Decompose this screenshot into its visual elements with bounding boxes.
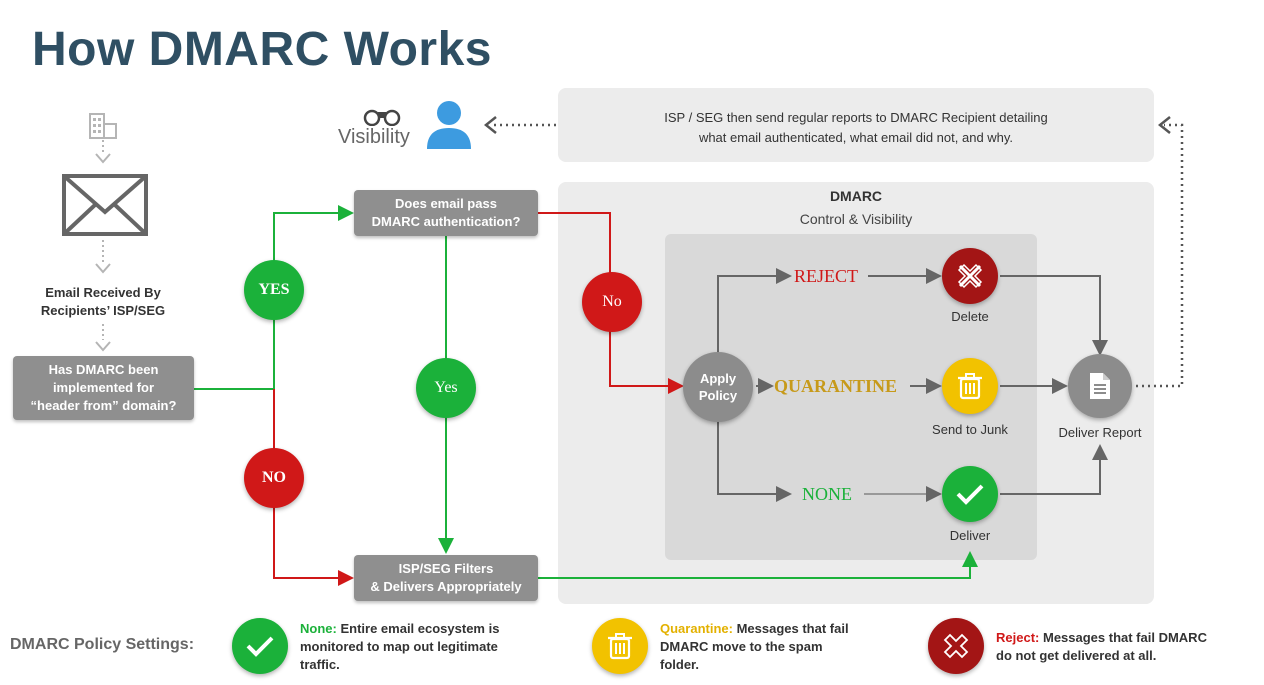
apply-line-1: Apply [699, 371, 737, 386]
legend-reject-key: Reject: [996, 630, 1040, 645]
auth-line-1: Does email pass [395, 196, 497, 211]
legend-reject: Reject: Messages that fail DMARC do not … [996, 629, 1256, 665]
legend-quarantine-l1: Messages that fail [736, 621, 849, 636]
legend-none-l2: monitored to map out legitimate [300, 639, 498, 654]
legend-reject-l2: do not get delivered at all. [996, 648, 1157, 663]
report-label: Deliver Report [1058, 425, 1142, 440]
legend-x-icon [928, 618, 984, 674]
reports-line-2: what email authenticated, what email did… [698, 130, 1014, 145]
implemented-line-3: “header from” domain? [30, 398, 177, 413]
received-line-1: Email Received By [45, 285, 161, 300]
dmarc-implemented-box: Has DMARC been implemented for “header f… [13, 356, 194, 420]
quarantine-label: QUARANTINE [774, 376, 898, 396]
legend-quarantine-key: Quarantine: [660, 621, 733, 636]
legend-none-l3: traffic. [300, 657, 340, 672]
implemented-line-2: implemented for [52, 380, 155, 395]
legend-reject-l1: Messages that fail DMARC [1042, 630, 1207, 645]
legend-heading: DMARC Policy Settings: [10, 636, 195, 653]
reject-label: REJECT [794, 266, 859, 286]
legend-none-key: None: [300, 621, 337, 636]
apply-line-2: Policy [698, 388, 738, 403]
legend-check-icon [232, 618, 288, 674]
report-document-icon [1068, 354, 1132, 418]
filters-line-2: & Delivers Appropriately [370, 579, 522, 594]
implemented-line-1: Has DMARC been [48, 362, 159, 377]
auth-line-2: DMARC authentication? [371, 214, 521, 229]
yes-circle: Yes [416, 358, 476, 418]
no-upper-circle: NO [244, 448, 304, 508]
user-icon [426, 100, 472, 155]
email-received-label: Email Received By Recipients’ ISP/SEG [20, 284, 186, 320]
auth-question-box: Does email pass DMARC authentication? [354, 190, 538, 236]
reports-description: ISP / SEG then send regular reports to D… [558, 108, 1154, 148]
dmarc-title: DMARC [829, 188, 883, 204]
legend-quarantine-l3: folder. [660, 657, 700, 672]
apply-policy-circle: Apply Policy [683, 352, 753, 422]
page-title: How DMARC Works [32, 23, 492, 76]
legend-none: None: Entire email ecosystem is monitore… [300, 620, 560, 674]
legend-none-l1: Entire email ecosystem is [340, 621, 500, 636]
dmarc-subtitle: Control & Visibility [799, 211, 913, 227]
junk-trash-icon [942, 358, 998, 414]
deliver-check-icon [942, 466, 998, 522]
legend-quarantine-l2: DMARC move to the spam [660, 639, 823, 654]
junk-label: Send to Junk [932, 422, 1008, 437]
filters-box: ISP/SEG Filters & Delivers Appropriately [354, 555, 538, 601]
yes-upper-circle: YES [244, 260, 304, 320]
legend-trash-icon [592, 618, 648, 674]
deliver-label: Deliver [949, 528, 991, 543]
none-label: NONE [802, 484, 852, 504]
reports-line-1: ISP / SEG then send regular reports to D… [664, 110, 1048, 125]
delete-x-icon [942, 248, 998, 304]
building-icon [88, 112, 120, 145]
legend-quarantine: Quarantine: Messages that fail DMARC mov… [660, 620, 900, 674]
no-circle: No [582, 272, 642, 332]
received-line-2: Recipients’ ISP/SEG [40, 303, 166, 318]
delete-label: Delete [951, 309, 989, 324]
reports-panel [558, 88, 1154, 162]
envelope-icon [62, 174, 148, 241]
visibility-label: Visibility [338, 126, 410, 148]
filters-line-1: ISP/SEG Filters [398, 561, 494, 576]
binoculars-icon [362, 108, 402, 131]
